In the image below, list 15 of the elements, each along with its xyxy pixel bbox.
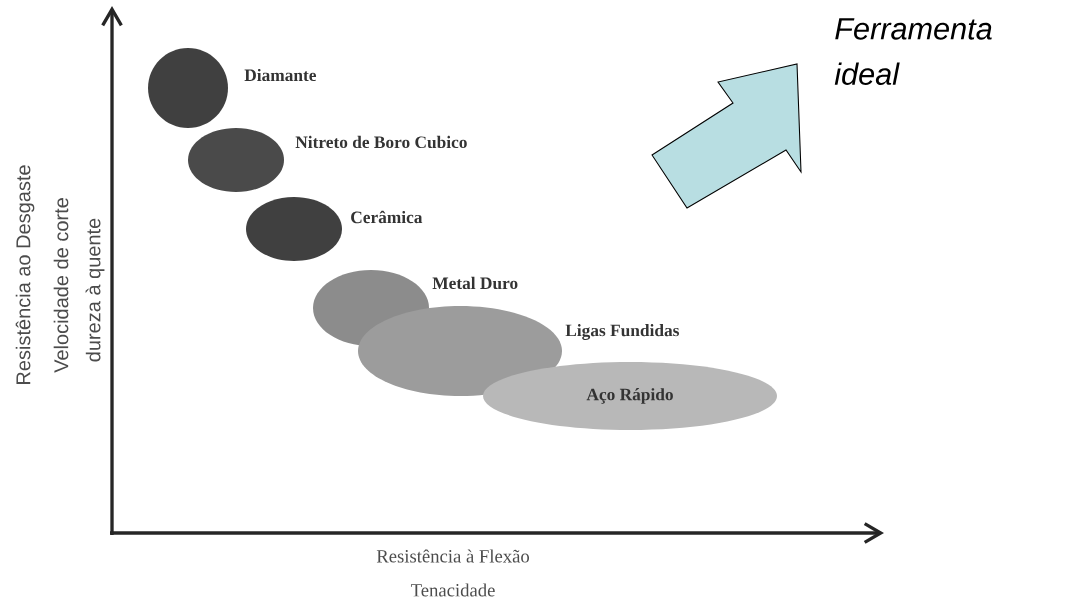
ellipse — [148, 48, 228, 128]
material-label: Ligas Fundidas — [565, 324, 679, 340]
axis-title: Resistência à Flexão — [376, 549, 530, 563]
material-label: Nitreto de Boro Cubico — [295, 135, 467, 149]
material-label: Metal Duro — [432, 276, 518, 290]
material-label: Cerâmica — [351, 210, 423, 224]
axis-title: Velocidade de corte — [53, 198, 69, 373]
axis-title: Tenacidade — [411, 583, 495, 597]
material-label: Diamante — [244, 68, 317, 82]
ellipse — [358, 306, 562, 396]
axis-title: dureza à quente — [85, 218, 105, 362]
ellipse — [188, 128, 284, 192]
callout-text: Ferramenta ideal — [834, 18, 992, 85]
axis-title: Resistência ao Desgaste — [15, 165, 35, 384]
ellipse — [246, 197, 342, 261]
